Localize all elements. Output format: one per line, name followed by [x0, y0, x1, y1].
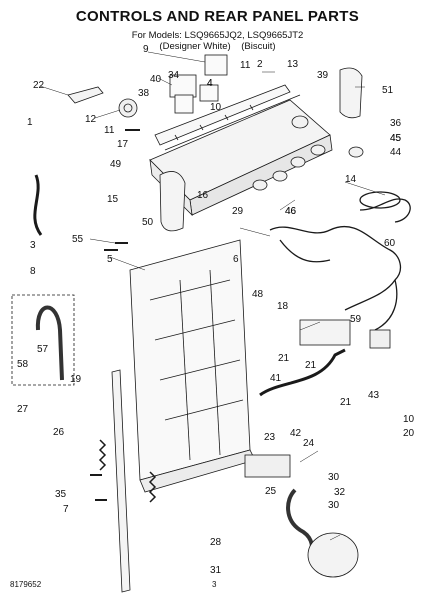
- callout: 4: [207, 78, 213, 89]
- callout: 23: [264, 432, 276, 443]
- callout: 20: [403, 428, 415, 439]
- callout: 43: [368, 390, 380, 401]
- spring-left: [98, 439, 107, 471]
- callout: 15: [107, 194, 119, 205]
- callout: 38: [138, 88, 150, 99]
- model-subtitle: For Models: LSQ9665JQ2, LSQ9665JT2 (Desi…: [0, 30, 435, 52]
- control-knobs: [252, 115, 364, 191]
- callout: 46: [285, 206, 297, 217]
- callout: 21: [340, 397, 352, 408]
- callout: 7: [63, 504, 69, 515]
- callout: 57: [37, 344, 49, 355]
- wire-harness: [269, 191, 411, 331]
- callout: 9: [143, 44, 149, 55]
- page-number: 3: [212, 580, 217, 589]
- callout: 55: [72, 234, 84, 245]
- callout: 29: [232, 206, 244, 217]
- callout: 50: [142, 217, 154, 228]
- callout: 27: [17, 404, 29, 415]
- callout: 45: [390, 133, 402, 144]
- callout-labels: 9 2 11 13 22 40 34 4 39 51 38 12 10 1 11…: [17, 44, 415, 576]
- end-cap-left: [159, 171, 186, 232]
- pump-hose: [286, 488, 314, 556]
- models-line: For Models: LSQ9665JQ2, LSQ9665JT2: [131, 30, 304, 41]
- callout: 45: [390, 133, 402, 144]
- page-title: CONTROLS AND REAR PANEL PARTS: [75, 8, 360, 25]
- callout: 28: [210, 537, 222, 548]
- callout: 25: [265, 486, 277, 497]
- callout: 6: [233, 254, 239, 265]
- callout: 34: [168, 70, 180, 81]
- callout: 49: [110, 159, 122, 170]
- callout: 21: [278, 353, 290, 364]
- callout: 58: [17, 359, 29, 370]
- callout: 41: [270, 373, 282, 384]
- rear-panel: [129, 239, 256, 493]
- fill-hose: [33, 174, 43, 236]
- callout: 30: [328, 500, 340, 511]
- water-valve: [369, 329, 391, 349]
- drain-tube: [259, 348, 346, 397]
- callout: 8: [30, 266, 36, 277]
- callout: 32: [334, 487, 346, 498]
- document-number: 8179652: [10, 580, 42, 589]
- callout: 5: [107, 254, 113, 265]
- callout: 1: [27, 117, 33, 128]
- pump-bracket: [244, 454, 291, 478]
- colors-line: (Designer White) (Biscuit): [159, 41, 276, 52]
- callout: 16: [197, 190, 209, 201]
- side-strip: [111, 369, 131, 593]
- callout: 24: [303, 438, 315, 449]
- callout: 26: [53, 427, 65, 438]
- callout: 3: [30, 240, 36, 251]
- callout: 30: [328, 472, 340, 483]
- leader-lines: [39, 51, 386, 541]
- callout: 10: [210, 102, 222, 113]
- callout: 14: [345, 174, 357, 185]
- callout: 44: [390, 147, 402, 158]
- callout: 21: [305, 360, 317, 371]
- callout: 46: [285, 206, 297, 217]
- callout: 59: [350, 314, 362, 325]
- callout: 51: [382, 85, 394, 96]
- callout: 18: [277, 301, 289, 312]
- control-bracket: [154, 84, 291, 146]
- callout: 11: [240, 60, 251, 71]
- callout: 35: [55, 489, 67, 500]
- callout: 17: [117, 139, 129, 150]
- timer-switch: [118, 54, 228, 118]
- drain-hose: [35, 305, 64, 381]
- callout: 13: [287, 59, 299, 70]
- callout: 19: [70, 374, 82, 385]
- heater-box: [299, 319, 351, 346]
- callout: 2: [257, 59, 263, 70]
- callout: 36: [390, 118, 402, 129]
- end-cap-right: [339, 67, 363, 119]
- callout: 10: [403, 414, 415, 425]
- callout: 11: [104, 125, 115, 136]
- hose-kit-box: [11, 294, 75, 386]
- callout: 40: [150, 74, 162, 85]
- pump-body: [307, 532, 359, 578]
- callout: 48: [252, 289, 264, 300]
- callout: 22: [33, 80, 45, 91]
- callout: 31: [210, 565, 222, 576]
- callout: 60: [384, 238, 396, 249]
- callout: 12: [85, 114, 97, 125]
- spring-right: [148, 471, 157, 503]
- callout: 39: [317, 70, 329, 81]
- screws: [90, 129, 140, 501]
- hinge-bracket: [67, 86, 104, 104]
- callout: 4: [207, 78, 213, 89]
- callout: 42: [290, 428, 302, 439]
